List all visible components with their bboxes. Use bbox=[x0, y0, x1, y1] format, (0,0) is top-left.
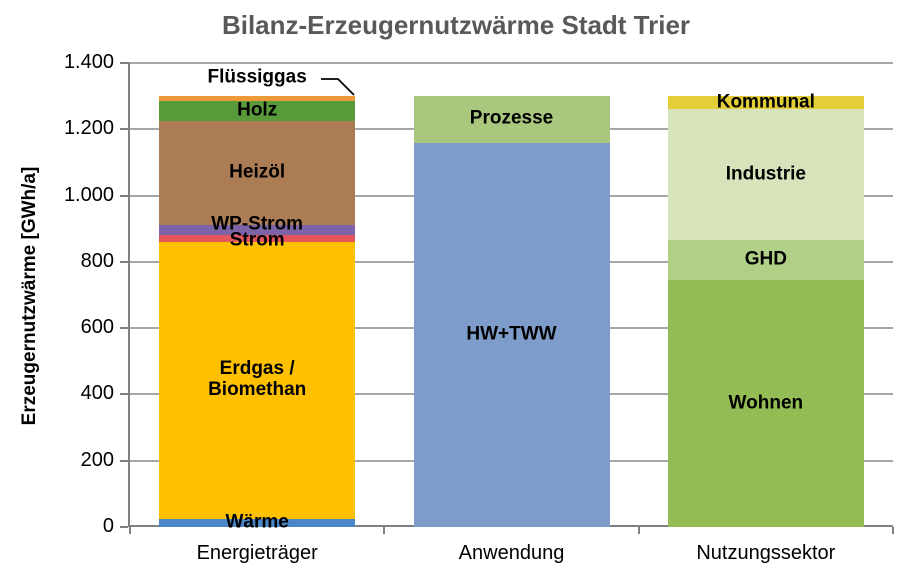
segment-wohnen bbox=[667, 280, 864, 527]
segment-label-flüssiggas: Flüssiggas bbox=[207, 66, 307, 88]
y-tick-label: 1.000 bbox=[63, 183, 114, 206]
segment-label-industrie: Industrie bbox=[725, 163, 806, 185]
y-axis-tick bbox=[120, 260, 128, 263]
segment-label-wp-strom: WP-Strom bbox=[211, 213, 304, 235]
segment-label-heizöl: Heizöl bbox=[229, 161, 286, 183]
segment-label-kommunal: Kommunal bbox=[716, 91, 815, 113]
y-tick-label: 200 bbox=[80, 448, 114, 471]
gridline bbox=[130, 62, 893, 64]
segment-prozesse bbox=[413, 96, 610, 143]
y-tick-label: 400 bbox=[80, 382, 114, 405]
segment-erdgas-biomethan bbox=[159, 241, 356, 519]
x-axis-tick bbox=[383, 527, 386, 534]
y-axis-tick bbox=[120, 393, 128, 396]
segment-label-ghd: GHD bbox=[744, 248, 787, 270]
segment-heizöl bbox=[159, 121, 356, 226]
segment-industrie bbox=[667, 109, 864, 241]
segment-ghd bbox=[667, 240, 864, 281]
y-tick-label: 1.200 bbox=[63, 117, 114, 140]
y-tick-label: 600 bbox=[80, 316, 114, 339]
x-axis-tick bbox=[892, 527, 894, 534]
segment-wp-strom bbox=[159, 225, 356, 236]
x-category-label: Energieträger bbox=[196, 542, 318, 564]
segment-label-hw+tww: HW+TWW bbox=[466, 323, 557, 345]
x-category-label: Anwendung bbox=[458, 542, 565, 564]
segment-holz bbox=[159, 101, 356, 121]
segment-label-strom: Strom bbox=[229, 229, 285, 251]
x-category-label: Nutzungssektor bbox=[696, 542, 836, 564]
segment-wärme bbox=[159, 518, 356, 527]
x-axis-tick bbox=[637, 527, 640, 534]
segment-flüssiggas bbox=[159, 96, 356, 102]
y-tick-label: 800 bbox=[80, 249, 114, 272]
segment-label-erdgas-biomethan: Erdgas /Biomethan bbox=[208, 358, 307, 401]
y-axis-tick bbox=[120, 459, 128, 462]
segment-hw+tww bbox=[413, 142, 610, 527]
segment-label-prozesse: Prozesse bbox=[469, 107, 554, 129]
segment-label-wärme: Wärme bbox=[225, 511, 289, 533]
y-axis-tick bbox=[120, 62, 128, 64]
chart-title: Bilanz-Erzeugernutzwärme Stadt Trier bbox=[221, 10, 691, 40]
y-axis-tick bbox=[120, 327, 128, 330]
y-tick-label: 1.400 bbox=[63, 51, 114, 73]
y-axis-line bbox=[128, 62, 130, 527]
segment-strom bbox=[159, 235, 356, 242]
x-axis-tick bbox=[129, 527, 131, 534]
y-axis-tick bbox=[120, 194, 128, 197]
segment-label-holz: Holz bbox=[237, 99, 278, 121]
y-axis-tick bbox=[120, 128, 128, 131]
y-tick-label: 0 bbox=[102, 515, 114, 537]
segment-kommunal bbox=[667, 96, 864, 110]
segment-label-wohnen: Wohnen bbox=[728, 392, 804, 414]
y-axis-tick bbox=[120, 526, 128, 528]
